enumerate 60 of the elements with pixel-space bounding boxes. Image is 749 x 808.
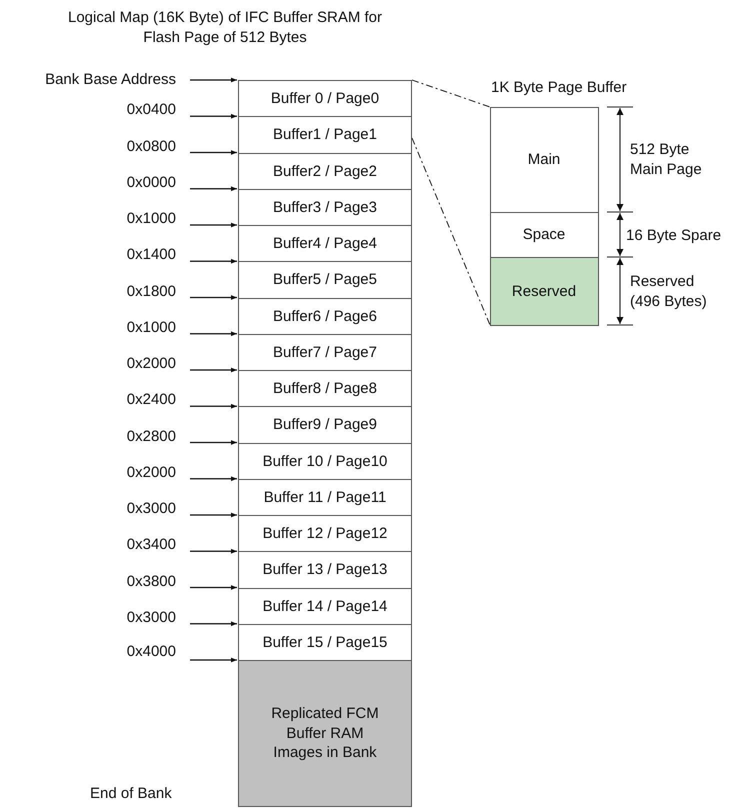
memory-block: Buffer7 / Page7 [238,334,412,372]
arrow [190,585,237,590]
address-label: Bank Base Address [45,70,176,90]
memory-block: Buffer 14 / Page14 [238,588,412,626]
arrow [190,621,237,626]
dimension-label: 512 Byte Main Page [630,140,703,179]
address-label: 0x0800 [126,136,176,156]
address-label: 0x2400 [126,390,176,410]
arrow [190,295,237,300]
arrow [190,258,237,264]
memory-block: Buffer 0 / Page0 [238,80,412,118]
arrow [190,548,237,554]
address-label: 0x1000 [126,318,176,338]
arrow [190,368,237,372]
memory-block: Buffer1 / Page1 [238,116,412,154]
buffer-heading: 1K Byte Page Buffer [491,78,627,98]
address-label: 0x3800 [126,572,176,591]
arrow [190,222,237,228]
memory-block: Buffer8 / Page8 [238,370,412,408]
memory-block: Buffer 15 / Page15 [238,624,412,662]
dimension-label: 16 Byte Spare [626,226,722,246]
address-label: 0x2800 [126,426,176,446]
memory-block: Buffer 13 / Page13 [238,551,412,589]
address-label: 0x1800 [126,282,176,301]
memory-block: Buffer5 / Page5 [238,261,412,299]
arrow [190,331,237,336]
memory-block: Buffer 11 / Page11 [238,478,412,516]
arrow [190,150,237,155]
arrow [190,78,237,82]
address-label: 0x3400 [126,535,176,555]
memory-block: Buffer 10 / Page10 [238,442,412,480]
address-label: 0x2000 [126,354,176,374]
address-label: 0x1000 [126,209,176,228]
arrow [190,404,237,409]
memory-block: Buffer2 / Page2 [238,152,412,190]
address-label: 0x4000 [126,642,176,662]
arrow [190,186,237,192]
zoom-line [412,138,490,326]
arrow [190,114,237,119]
diagram-title: Logical Map (16K Byte) of IFC Buffer SRAM for Flash Page of 512 Bytes [66,8,383,47]
dimension-label: Reserved (496 Bytes) [630,272,708,311]
memory-block: Replicated FCM Buffer RAM Images in Bank [238,660,412,806]
address-label: 0x3000 [126,608,176,628]
memory-block: Buffer6 / Page6 [238,298,412,336]
address-label: 0x2000 [126,462,176,482]
buffer-section: Reserved [490,256,598,326]
zoom-line [412,80,490,108]
arrow [190,476,237,482]
arrow [190,512,237,518]
end-label: End of Bank [90,784,173,804]
memory-block: Buffer4 / Page4 [238,225,412,263]
address-label: 0x0400 [126,100,176,120]
memory-block: Buffer 12 / Page12 [238,515,412,553]
address-label: 0x1400 [126,245,176,265]
address-label: 0x3000 [126,499,176,518]
arrow [190,658,237,662]
arrow [190,440,237,445]
address-label: 0x0000 [126,172,176,192]
memory-block: Buffer9 / Page9 [238,406,412,444]
memory-block: Buffer3 / Page3 [238,188,412,226]
